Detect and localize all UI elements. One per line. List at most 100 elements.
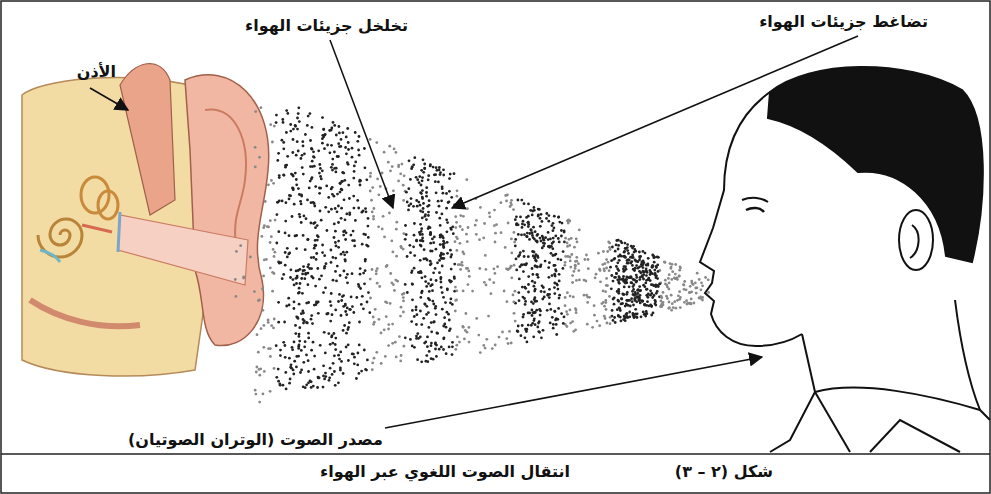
air-molecule xyxy=(558,280,561,283)
air-molecule xyxy=(339,351,342,354)
air-molecule xyxy=(303,345,306,348)
air-molecule xyxy=(344,218,347,221)
air-molecule xyxy=(662,291,665,294)
air-molecule xyxy=(434,305,437,308)
air-molecule xyxy=(527,324,530,327)
air-molecule xyxy=(459,242,462,245)
air-molecule xyxy=(569,309,572,312)
air-molecule xyxy=(611,246,614,249)
air-molecule xyxy=(320,178,323,181)
air-molecule xyxy=(622,270,625,273)
air-molecule xyxy=(362,272,365,275)
air-molecule xyxy=(430,344,433,347)
air-molecule xyxy=(632,285,635,288)
air-molecule xyxy=(701,284,704,287)
air-molecule xyxy=(539,265,542,268)
air-molecule xyxy=(293,341,296,344)
air-molecule xyxy=(418,175,421,178)
callout-label: تخلخل جزيئات الهواء xyxy=(243,16,410,35)
air-molecule xyxy=(272,248,275,251)
air-molecule xyxy=(372,218,375,221)
air-molecule xyxy=(428,290,431,293)
air-molecule xyxy=(310,256,313,259)
air-molecule xyxy=(525,263,528,266)
air-molecule xyxy=(638,270,641,273)
air-molecule xyxy=(340,299,343,302)
air-molecule xyxy=(426,336,429,339)
air-molecule xyxy=(577,262,580,265)
air-molecule xyxy=(307,332,310,335)
air-molecule xyxy=(338,293,341,296)
air-molecule xyxy=(456,336,459,339)
air-molecule xyxy=(415,335,418,338)
air-molecule xyxy=(445,352,448,355)
air-molecule xyxy=(404,283,407,286)
air-molecule xyxy=(337,221,340,224)
air-molecule xyxy=(598,268,601,271)
air-molecule xyxy=(429,284,432,287)
air-molecule xyxy=(337,240,340,243)
air-molecule xyxy=(475,317,478,320)
air-molecule xyxy=(505,200,508,203)
air-molecule xyxy=(356,364,359,367)
air-molecule xyxy=(366,359,369,362)
air-molecule xyxy=(696,272,699,275)
air-molecule xyxy=(359,179,362,182)
air-molecule xyxy=(391,282,394,285)
air-molecule xyxy=(380,362,383,365)
air-molecule xyxy=(281,118,284,121)
air-molecule xyxy=(688,291,691,294)
air-molecule xyxy=(654,300,657,303)
air-molecule xyxy=(305,302,308,305)
air-molecule xyxy=(309,139,312,142)
air-molecule xyxy=(571,274,574,277)
air-molecule xyxy=(670,278,673,281)
air-molecule xyxy=(645,270,648,273)
air-molecule xyxy=(454,226,457,229)
air-molecule xyxy=(518,278,521,281)
air-molecule xyxy=(419,233,422,236)
air-molecule xyxy=(330,336,333,339)
air-molecule xyxy=(301,140,304,143)
air-molecule xyxy=(631,300,634,303)
air-molecule xyxy=(283,174,286,177)
air-molecule xyxy=(617,288,620,291)
air-molecule xyxy=(392,189,395,192)
air-molecule xyxy=(277,380,280,383)
air-molecule xyxy=(523,233,526,236)
air-molecule xyxy=(689,285,692,288)
air-molecule xyxy=(344,310,347,313)
air-molecule xyxy=(602,250,605,253)
air-molecule xyxy=(397,165,400,168)
air-molecule xyxy=(648,279,651,282)
air-molecule xyxy=(358,135,361,138)
air-molecule xyxy=(553,310,556,313)
air-molecule xyxy=(330,129,333,132)
air-molecule xyxy=(448,177,451,180)
air-molecule xyxy=(313,355,316,358)
air-molecule xyxy=(422,317,425,320)
air-molecule xyxy=(551,247,554,250)
air-molecule xyxy=(286,247,289,250)
air-molecule xyxy=(310,318,313,321)
air-molecule xyxy=(454,299,457,302)
air-molecule xyxy=(355,377,358,380)
air-molecule xyxy=(344,260,347,263)
air-molecule xyxy=(585,280,588,283)
air-molecule xyxy=(307,238,310,241)
air-molecule xyxy=(363,282,366,285)
air-molecule xyxy=(282,147,285,150)
air-molecule xyxy=(532,226,535,229)
air-molecule xyxy=(524,336,527,339)
air-molecule xyxy=(494,241,497,244)
air-molecule xyxy=(269,123,272,126)
air-molecule xyxy=(626,312,629,315)
air-molecule xyxy=(371,268,374,271)
air-molecule xyxy=(344,146,347,149)
air-molecule xyxy=(309,180,312,183)
air-molecule xyxy=(351,272,354,275)
air-molecule xyxy=(694,281,697,284)
air-molecule xyxy=(539,237,542,240)
air-molecule xyxy=(613,303,616,306)
air-molecule xyxy=(352,195,355,198)
